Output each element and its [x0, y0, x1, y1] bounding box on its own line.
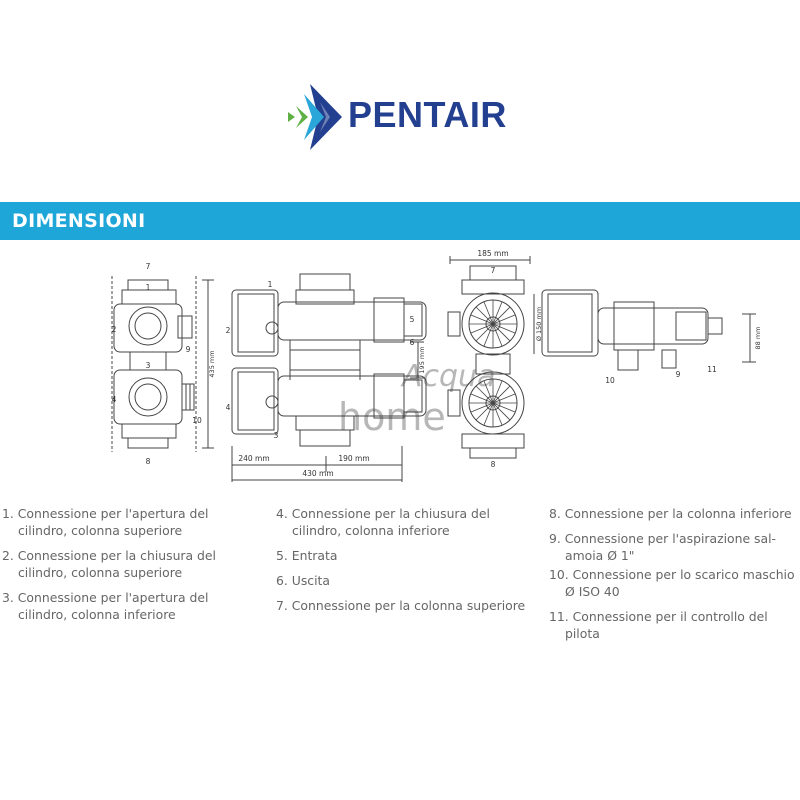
legend-item: 9. Connessione per l'aspirazione sal-amo…: [549, 531, 776, 563]
dimension-label: 195 mm: [418, 346, 426, 373]
callout-label: 7: [491, 266, 496, 275]
legend-column-1: 1. Connessione per l'apertura del cilind…: [2, 505, 242, 631]
callout-label: 2: [226, 326, 231, 335]
callout-label: 9: [186, 345, 191, 354]
callout-label: 3: [146, 361, 151, 370]
dimension-label: 435 mm: [208, 350, 216, 377]
section-band: DIMENSIONI: [0, 202, 800, 240]
legend-item: 1. Connessione per l'apertura del cilind…: [2, 506, 209, 538]
legend-item: 11. Connessione per il controllo del pil…: [549, 609, 768, 641]
dimension-label: 88 mm: [754, 326, 762, 349]
pentair-logo: PENTAIR: [286, 84, 556, 150]
callout-label: 8: [491, 460, 496, 469]
watermark-line-2: home: [338, 395, 446, 439]
rotor-view-drawing: [447, 256, 535, 459]
dimension-label: 190 mm: [338, 454, 369, 463]
watermark-line-1: Acqua: [400, 359, 495, 394]
legend-column-3: 8. Connessione per la colonna inferiore …: [549, 505, 800, 650]
dimension-label: 240 mm: [238, 454, 269, 463]
callout-label: 3: [274, 431, 279, 440]
legend-column-2: 4. Connessione per la chiusura del cilin…: [276, 505, 536, 622]
legend-item: 6. Uscita: [276, 573, 330, 588]
callout-label: 10: [605, 376, 615, 385]
front-view-drawing: [111, 276, 214, 452]
callout-label: 1: [146, 283, 151, 292]
callout-label: 4: [226, 403, 231, 412]
legend-item: 8. Connessione per la colonna inferiore: [549, 506, 792, 521]
brand-name: PENTAIR: [348, 94, 507, 135]
legend-item: 10. Connessione per lo scarico maschio Ø…: [549, 567, 795, 599]
callout-label: 1: [268, 280, 273, 289]
legend-item: 4. Connessione per la chiusura del cilin…: [276, 506, 490, 538]
callout-label: 9: [676, 370, 681, 379]
pentair-logo-mark-icon: [288, 84, 342, 150]
legend-item: 3. Connessione per l'apertura del cilind…: [2, 590, 209, 622]
dimension-label: 185 mm: [477, 250, 508, 258]
top-view-drawing: [541, 289, 756, 371]
callout-label: 6: [410, 338, 415, 347]
technical-drawings: 7 1 2 9 3 4 10 8 1 2 3 4 5 6 240 mm 190 …: [111, 250, 762, 482]
callout-label: 4: [112, 395, 117, 404]
callout-label: 5: [410, 315, 415, 324]
legend-item: 2. Connessione per la chiusura del cilin…: [2, 548, 216, 580]
callout-label: 10: [192, 416, 202, 425]
section-title: DIMENSIONI: [12, 210, 146, 232]
callout-label: 11: [707, 365, 717, 374]
legend-item: 5. Entrata: [276, 548, 338, 563]
dimension-label: 430 mm: [302, 469, 333, 478]
watermark: Acqua home: [338, 359, 495, 439]
callout-label: 2: [112, 325, 117, 334]
legend-item: 7. Connessione per la colonna superiore: [276, 598, 526, 613]
callout-label: 7: [146, 262, 151, 271]
callout-label: 8: [146, 457, 151, 466]
side-view-drawing: [231, 273, 427, 482]
dimension-label: Ø 150 mm: [535, 307, 543, 341]
